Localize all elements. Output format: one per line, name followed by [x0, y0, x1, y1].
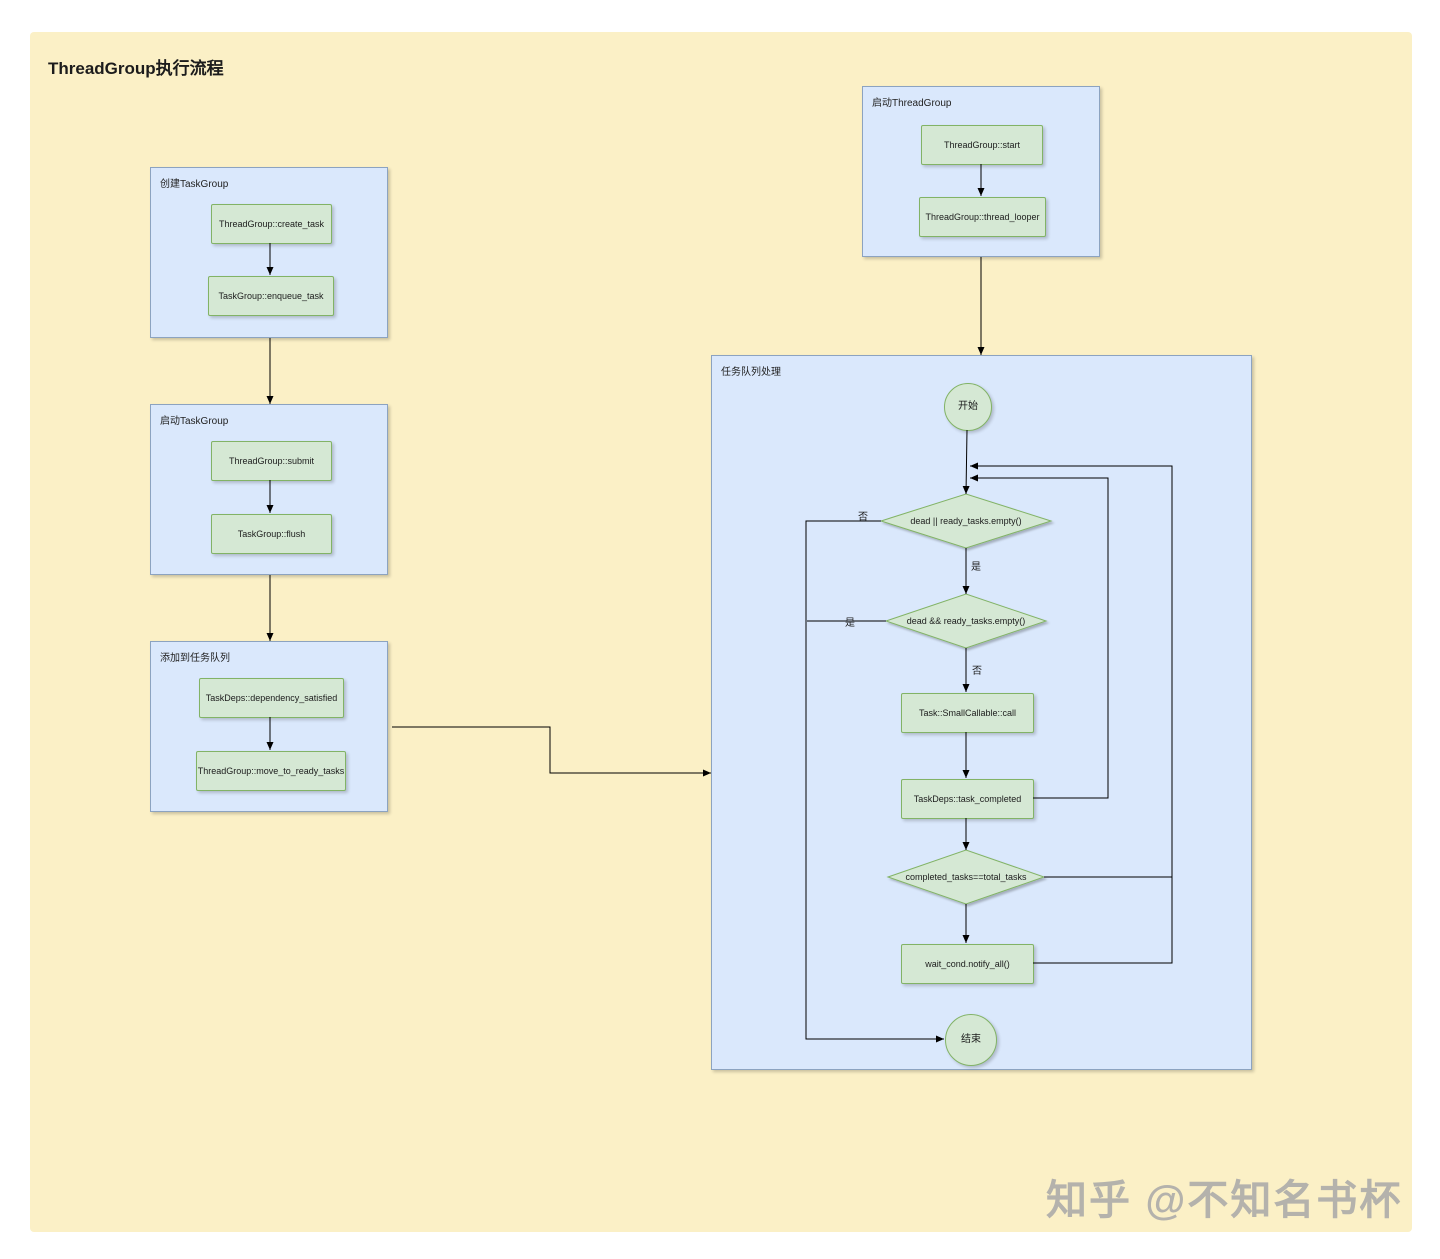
- group-add-to-task-queue: 添加到任务队列 TaskDeps::dependency_satisfied T…: [150, 641, 388, 812]
- node-enqueue-task: TaskGroup::enqueue_task: [208, 276, 334, 316]
- node-move-to-ready-tasks: ThreadGroup::move_to_ready_tasks: [196, 751, 346, 791]
- node-thread-looper: ThreadGroup::thread_looper: [919, 197, 1046, 237]
- node-end-circle: 结束: [945, 1014, 997, 1066]
- group-add-to-task-queue-title: 添加到任务队列: [160, 653, 230, 664]
- group-create-taskgroup: 创建TaskGroup ThreadGroup::create_task Tas…: [150, 167, 388, 338]
- node-submit: ThreadGroup::submit: [211, 441, 332, 481]
- node-create-task: ThreadGroup::create_task: [211, 204, 332, 244]
- group-start-taskgroup-title: 启动TaskGroup: [160, 416, 229, 427]
- watermark: 知乎 @不知名书杯: [1046, 1177, 1403, 1223]
- node-begin-circle: 开始: [944, 383, 992, 431]
- group-start-threadgroup: 启动ThreadGroup ThreadGroup::start ThreadG…: [862, 86, 1100, 257]
- node-dependency-satisfied: TaskDeps::dependency_satisfied: [199, 678, 344, 718]
- node-task-completed: TaskDeps::task_completed: [901, 779, 1034, 819]
- group-start-threadgroup-title: 启动ThreadGroup: [872, 98, 952, 109]
- node-notify-all: wait_cond.notify_all(): [901, 944, 1034, 984]
- node-threadgroup-start: ThreadGroup::start: [921, 125, 1043, 165]
- group-create-taskgroup-title: 创建TaskGroup: [160, 179, 229, 190]
- group-task-queue-processing: 任务队列处理 开始 Task::SmallCallable::call Task…: [711, 355, 1252, 1070]
- node-small-callable-call: Task::SmallCallable::call: [901, 693, 1034, 733]
- group-task-queue-processing-title: 任务队列处理: [721, 367, 781, 378]
- diagram-title: ThreadGroup执行流程: [48, 59, 224, 78]
- group-start-taskgroup: 启动TaskGroup ThreadGroup::submit TaskGrou…: [150, 404, 388, 575]
- node-flush: TaskGroup::flush: [211, 514, 332, 554]
